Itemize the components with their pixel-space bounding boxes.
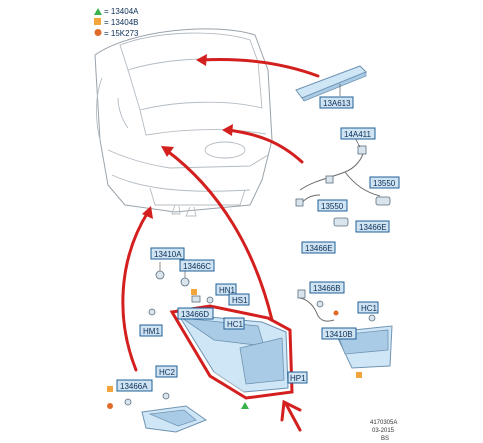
- arrow-head-icon: [142, 206, 153, 219]
- green-triangle-icon: [241, 402, 249, 409]
- arrow-to-bumper-lamp: [121, 210, 150, 372]
- arrow-head-icon: [161, 146, 174, 157]
- arrow-pointer-bottom: [284, 402, 302, 432]
- svg-text:HN1: HN1: [219, 286, 236, 295]
- label-14a411: 14A411: [340, 127, 376, 140]
- label-13466b: 13466B: [309, 281, 345, 294]
- label-13550-top: 13550: [369, 176, 400, 189]
- label-hs1: HS1: [228, 293, 250, 306]
- label-hm1: HM1: [139, 324, 163, 337]
- svg-text:HC1: HC1: [361, 304, 378, 313]
- green-triangle-icon: [94, 8, 102, 15]
- legend-item-13404a: = 13404A: [104, 7, 139, 16]
- arrow-to-stop-lamp: [200, 58, 320, 78]
- svg-text:13466B: 13466B: [313, 284, 341, 293]
- label-hc1-mid: HC1: [223, 317, 245, 330]
- taillamp-assembly-center: [177, 313, 289, 393]
- wiring-harness-upper: [295, 137, 391, 227]
- label-13410b: 13410B: [321, 327, 357, 340]
- label-13466c: 13466C: [179, 259, 215, 272]
- svg-text:13466D: 13466D: [181, 310, 209, 319]
- label-13466e-left: 13466E: [301, 241, 336, 254]
- svg-text:HC2: HC2: [159, 368, 176, 377]
- arrow-to-taillamp: [164, 148, 274, 322]
- orange-square-icon: [94, 18, 101, 25]
- arrow-pointer-head: [280, 399, 302, 422]
- label-13466e-right: 13466E: [355, 220, 390, 233]
- highlight-outline: [169, 304, 294, 400]
- svg-text:13550: 13550: [373, 179, 396, 188]
- vehicle-rear-outline: [94, 28, 273, 217]
- label-13550-mid: 13550: [317, 199, 348, 212]
- svg-text:HP1: HP1: [290, 374, 306, 383]
- label-13410a: 13410A: [150, 247, 185, 260]
- label-hp1: HP1: [287, 371, 308, 384]
- svg-text:HC1: HC1: [227, 320, 244, 329]
- label-13466a: 13466A: [116, 379, 153, 392]
- orange-circle-icon: [94, 29, 102, 36]
- svg-text:14A411: 14A411: [344, 130, 372, 139]
- svg-text:13410B: 13410B: [325, 330, 353, 339]
- label-hn1: HN1: [215, 283, 237, 296]
- svg-text:13410A: 13410A: [154, 250, 182, 259]
- svg-text:HS1: HS1: [232, 296, 248, 305]
- svg-text:HM1: HM1: [143, 327, 160, 336]
- document-reference: 4170305A 03-2015 BS: [370, 420, 397, 442]
- callout-arrows: [121, 54, 320, 432]
- svg-text:13466A: 13466A: [120, 382, 148, 391]
- small-parts-center: [148, 252, 214, 316]
- svg-text:13466C: 13466C: [183, 262, 211, 271]
- doc-id: 4170305A: [370, 420, 397, 426]
- label-hc2: HC2: [155, 365, 178, 378]
- label-hc1-right: HC1: [357, 301, 379, 314]
- legend-item-15k273: = 15K273: [104, 29, 139, 38]
- svg-text:13466E: 13466E: [359, 223, 387, 232]
- svg-text:13466E: 13466E: [305, 244, 333, 253]
- svg-text:13A613: 13A613: [323, 99, 351, 108]
- arrow-to-harness: [226, 128, 304, 164]
- svg-text:13550: 13550: [321, 202, 344, 211]
- doc-date: 03-2015: [372, 428, 395, 434]
- doc-code: BS: [381, 436, 389, 442]
- label-13a613: 13A613: [319, 96, 354, 109]
- arrow-head-icon: [222, 124, 233, 136]
- arrow-head-icon: [196, 54, 207, 66]
- legend-item-13404b: = 13404B: [104, 18, 138, 27]
- legend: = 13404A = 13404B = 15K273: [94, 7, 139, 38]
- high-mount-stop-lamp: [295, 65, 367, 102]
- bumper-lamp-lower-left: [107, 386, 208, 433]
- label-13466d: 13466D: [177, 307, 214, 320]
